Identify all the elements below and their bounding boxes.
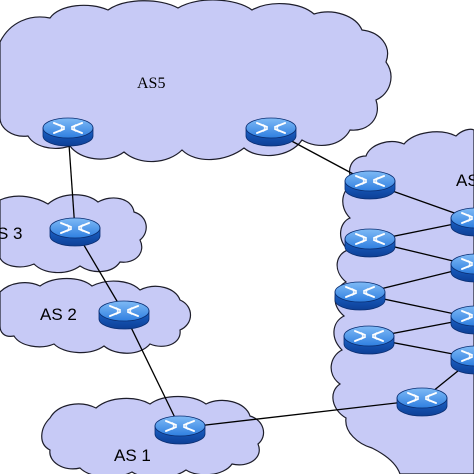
link-as2-as1 xyxy=(123,312,181,429)
cloud-as2 xyxy=(0,277,192,354)
router-icon[interactable] xyxy=(245,117,297,147)
router-icon[interactable] xyxy=(154,415,206,445)
router-icon[interactable] xyxy=(396,387,448,417)
cloud-as1 xyxy=(41,395,265,474)
router-icon[interactable] xyxy=(49,217,101,247)
cloud-as4 xyxy=(330,128,474,474)
router-icon[interactable] xyxy=(334,281,386,311)
label-as4: AS xyxy=(456,171,474,190)
cloud-as5 xyxy=(0,0,392,163)
label-as2: AS 2 xyxy=(40,305,77,324)
label-as5: AS5 xyxy=(137,75,165,92)
label-as1: AS 1 xyxy=(114,446,151,465)
router-icon[interactable] xyxy=(42,117,94,147)
router-icon[interactable] xyxy=(343,325,395,355)
router-icon[interactable] xyxy=(344,228,396,258)
link-as5-as3 xyxy=(67,129,76,231)
router-icon[interactable] xyxy=(344,170,396,200)
router-icon[interactable] xyxy=(98,300,150,330)
link-as1-as4 xyxy=(179,399,423,429)
label-as3: S 3 xyxy=(0,224,23,243)
